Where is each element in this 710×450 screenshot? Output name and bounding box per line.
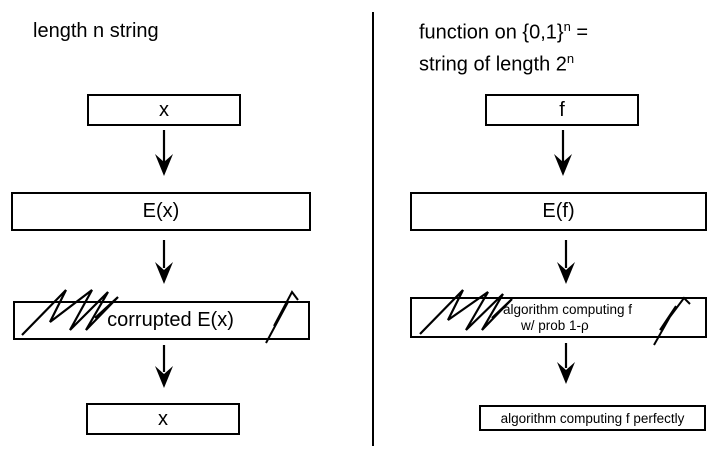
right-scribble-b	[653, 296, 691, 346]
left-output-label: x	[158, 407, 168, 430]
right-heading: function on {0,1}n = string of length 2n	[419, 14, 588, 77]
left-corrupted-box: corrupted E(x)	[13, 301, 310, 340]
left-encoded-label: E(x)	[142, 200, 180, 222]
right-corrupted-line1: algorithm computing f	[503, 302, 633, 317]
left-arrow-2	[155, 240, 173, 284]
left-encoded-box: E(x)	[11, 192, 311, 231]
right-output-label: algorithm computing f perfectly	[500, 410, 685, 426]
right-output-box: algorithm computing f perfectly	[479, 405, 706, 431]
right-heading-line1: function on {0,1}	[419, 21, 564, 44]
left-output-box: x	[86, 403, 240, 435]
left-arrow-1	[155, 130, 173, 176]
right-input-label: f	[559, 98, 565, 121]
right-scribble-a	[419, 289, 513, 335]
left-input-box: x	[87, 94, 241, 126]
left-arrow-3	[155, 345, 173, 388]
right-arrow-2	[557, 240, 575, 284]
right-heading-line2: string of length 2	[419, 53, 567, 76]
right-corrupted-box: algorithm computing f w/ prob 1-ρ	[410, 297, 707, 338]
left-scribble-b	[265, 290, 299, 344]
right-heading-equals: =	[570, 21, 589, 44]
right-arrow-1	[554, 130, 572, 176]
right-input-box: f	[485, 94, 639, 126]
left-heading: length n string	[33, 20, 159, 42]
left-input-label: x	[159, 98, 169, 121]
right-corrupted-line2: w/ prob 1-ρ	[521, 318, 589, 333]
right-arrow-3	[557, 343, 575, 384]
left-corrupted-label: corrupted E(x)	[107, 309, 234, 331]
left-scribble-a	[21, 289, 119, 336]
right-heading-sup1: n	[563, 19, 571, 34]
right-encoded-label: E(f)	[542, 200, 575, 222]
right-encoded-box: E(f)	[410, 192, 707, 231]
right-heading-sup2: n	[566, 50, 575, 66]
